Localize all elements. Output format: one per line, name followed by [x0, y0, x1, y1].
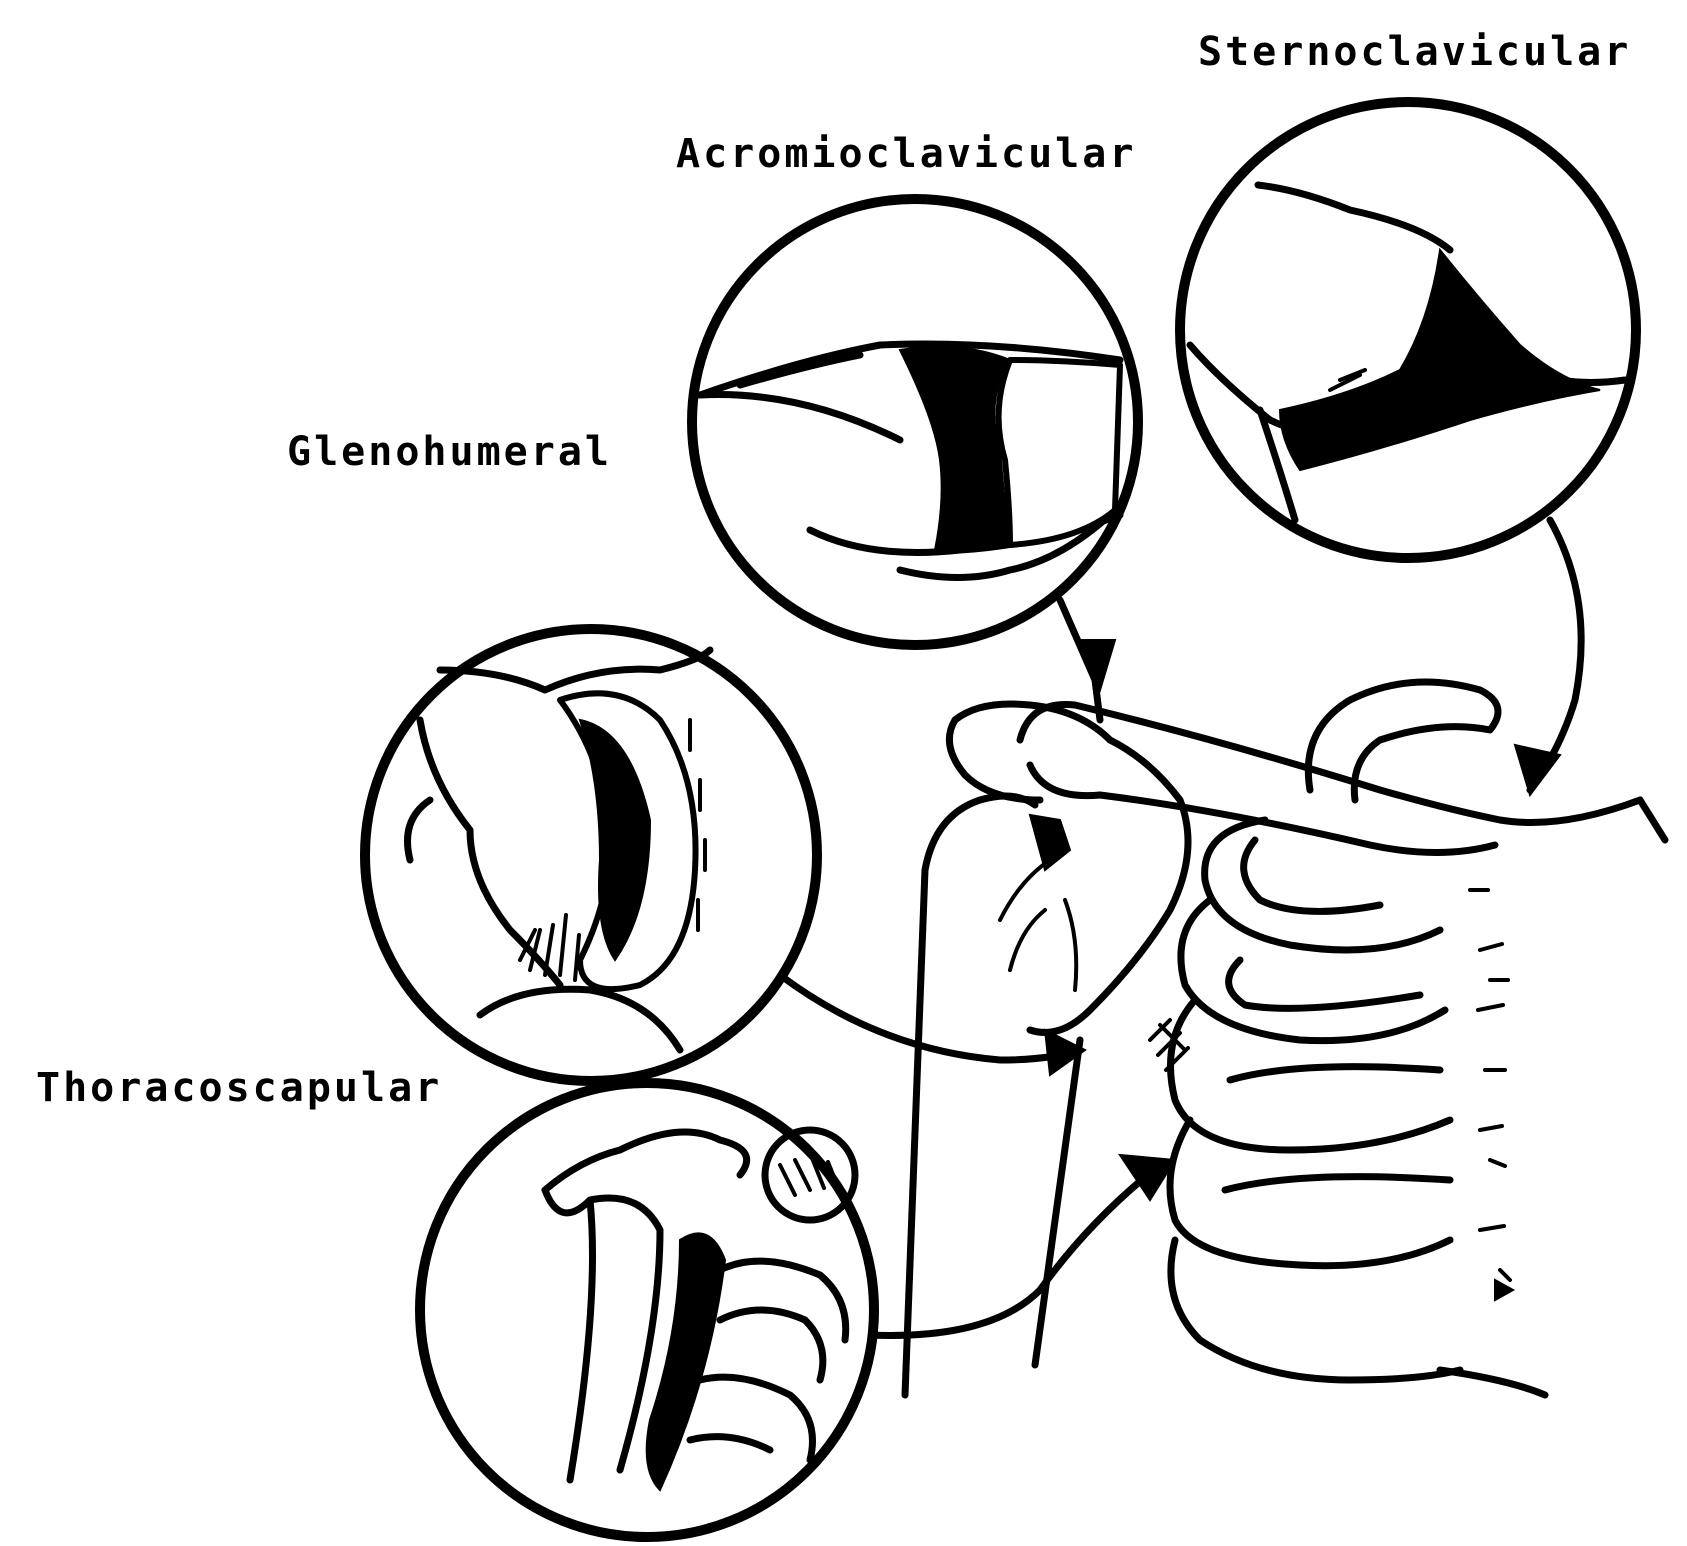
skeleton-central [905, 682, 1665, 1395]
thoracoscapular-label: Thoracoscapular [36, 1068, 442, 1108]
thoracoscapular-inset [420, 1083, 874, 1537]
sternoclavicular-label: Sternoclavicular [1198, 32, 1631, 72]
acromioclavicular-inset [692, 199, 1138, 645]
sternoclavicular-inset [1180, 102, 1636, 558]
glenohumeral-inset [365, 629, 817, 1081]
acromioclavicular-label: Acromioclavicular [676, 134, 1136, 174]
glenohumeral-label: Glenohumeral [287, 432, 612, 472]
